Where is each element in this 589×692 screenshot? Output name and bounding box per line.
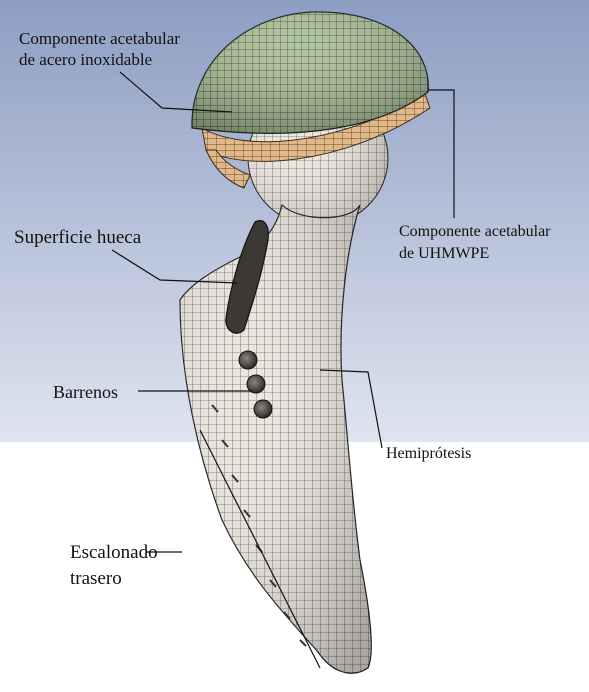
label-uhmwpe-2: de UHMWPE [399, 245, 489, 262]
label-steel-cup-2: de acero inoxidable [19, 50, 152, 69]
label-stepped-back-1: Escalonado [70, 542, 158, 563]
label-stepped-back-2: trasero [70, 568, 122, 589]
label-hollow-surface: Superficie hueca [14, 227, 142, 248]
label-steel-cup-1: Componente acetabular [19, 29, 180, 48]
label-uhmwpe-1: Componente acetabular [399, 223, 551, 240]
label-hemiprosthesis: Hemiprótesis [386, 445, 471, 462]
label-holes: Barrenos [53, 382, 118, 402]
